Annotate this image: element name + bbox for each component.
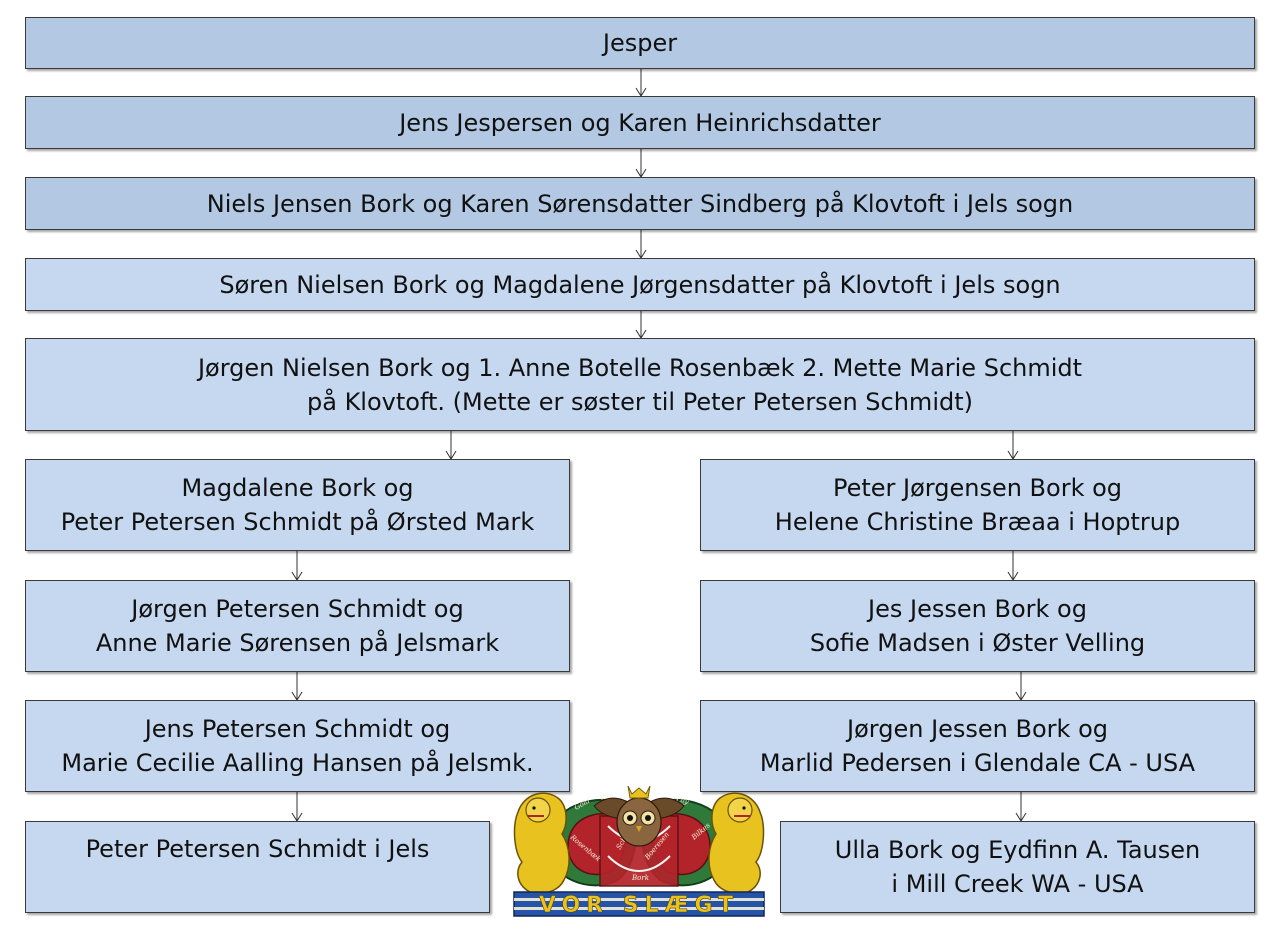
box-peter-jorgensen-bork-line-1: Peter Jørgensen Bork og — [832, 474, 1123, 502]
box-jorgen-petersen-schmidt: Jørgen Petersen Schmidt og Anne Marie Sø… — [25, 580, 570, 672]
box-jes-jessen-bork: Jes Jessen Bork og Sofie Madsen i Øster … — [700, 580, 1255, 672]
box-peter-petersen-schmidt: Peter Petersen Schmidt i Jels — [25, 821, 490, 913]
arrow-g1-g2 — [635, 69, 647, 97]
box-peter-jorgensen-bork-line-2: Helene Christine Bræaa i Hoptrup — [774, 508, 1181, 536]
family-crest-emblem: Gold Vita Rosenbæk Schmidt Bork Boeresen… — [513, 785, 765, 918]
box-jes-jessen-bork-line-2: Sofie Madsen i Øster Velling — [809, 629, 1146, 657]
box-jorgen-nielsen-bork: Jørgen Nielsen Bork og 1. Anne Botelle R… — [25, 338, 1255, 431]
ribbon-word-5: Bork — [631, 874, 649, 882]
box-magdalene-bork-line-1: Magdalene Bork og — [181, 474, 414, 502]
box-soren-nielsen-bork-line-1: Søren Nielsen Bork og Magdalene Jørgensd… — [219, 270, 1061, 299]
box-ulla-bork-line-2: i Mill Creek WA - USA — [891, 870, 1144, 898]
arrow-left2-left3 — [291, 672, 303, 701]
box-jens-petersen-schmidt-line-1: Jens Petersen Schmidt og — [144, 715, 451, 743]
banner-text: VOR SLÆGT — [539, 893, 739, 918]
arrow-g2-g3 — [635, 149, 647, 178]
box-jens-jespersen: Jens Jespersen og Karen Heinrichsdatter — [25, 96, 1255, 149]
box-ulla-bork: Ulla Bork og Eydfinn A. Tausen i Mill Cr… — [780, 821, 1255, 913]
box-peter-petersen-schmidt-line-1: Peter Petersen Schmidt i Jels — [85, 835, 430, 863]
box-jes-jessen-bork-line-1: Jes Jessen Bork og — [868, 595, 1087, 623]
arrow-g5-left1 — [445, 431, 457, 460]
box-jorgen-jessen-bork-line-2: Marlid Pedersen i Glendale CA - USA — [759, 749, 1196, 777]
arrow-right3-right4 — [1015, 792, 1027, 822]
box-jorgen-petersen-schmidt-line-2: Anne Marie Sørensen på Jelsmark — [95, 629, 500, 657]
left-lion-icon — [513, 792, 570, 895]
arrow-right2-right3 — [1015, 672, 1027, 701]
arrow-left3-left4 — [291, 792, 303, 822]
owl-icon — [593, 785, 685, 847]
ribbon-word-2: Vita — [599, 792, 614, 802]
box-jorgen-nielsen-bork-line-1: Jørgen Nielsen Bork og 1. Anne Botelle R… — [197, 353, 1083, 382]
box-niels-jensen-bork-line-1: Niels Jensen Bork og Karen Sørensdatter … — [206, 189, 1074, 218]
box-jorgen-petersen-schmidt-line-1: Jørgen Petersen Schmidt og — [131, 595, 464, 623]
arrow-g5-right1 — [1007, 431, 1019, 460]
box-jens-petersen-schmidt-line-2: Marie Cecilie Aalling Hansen på Jelsmk. — [61, 749, 534, 777]
box-jorgen-jessen-bork-line-1: Jørgen Jessen Bork og — [847, 715, 1108, 743]
box-jesper-line-1: Jesper — [602, 29, 678, 57]
arrow-left1-left2 — [291, 551, 303, 581]
arrow-g3-g4 — [635, 230, 647, 259]
arrow-right1-right2 — [1007, 551, 1019, 581]
box-jorgen-nielsen-bork-line-2: på Klovtoft. (Mette er søster til Peter … — [307, 387, 973, 416]
box-peter-jorgensen-bork: Peter Jørgensen Bork og Helene Christine… — [700, 459, 1255, 551]
box-magdalene-bork-line-2: Peter Petersen Schmidt på Ørsted Mark — [60, 508, 535, 536]
right-lion-icon — [708, 792, 765, 895]
arrow-g4-g5 — [635, 311, 647, 339]
box-jesper: Jesper — [25, 17, 1255, 69]
crest-banner: VOR SLÆGT — [513, 891, 765, 918]
box-soren-nielsen-bork: Søren Nielsen Bork og Magdalene Jørgensd… — [25, 258, 1255, 311]
box-jens-jespersen-line-1: Jens Jespersen og Karen Heinrichsdatter — [399, 108, 881, 137]
box-ulla-bork-line-1: Ulla Bork og Eydfinn A. Tausen — [834, 836, 1201, 864]
box-jens-petersen-schmidt: Jens Petersen Schmidt og Marie Cecilie A… — [25, 700, 570, 792]
box-niels-jensen-bork: Niels Jensen Bork og Karen Sørensdatter … — [25, 177, 1255, 230]
box-jorgen-jessen-bork: Jørgen Jessen Bork og Marlid Pedersen i … — [700, 700, 1255, 792]
box-magdalene-bork: Magdalene Bork og Peter Petersen Schmidt… — [25, 459, 570, 551]
